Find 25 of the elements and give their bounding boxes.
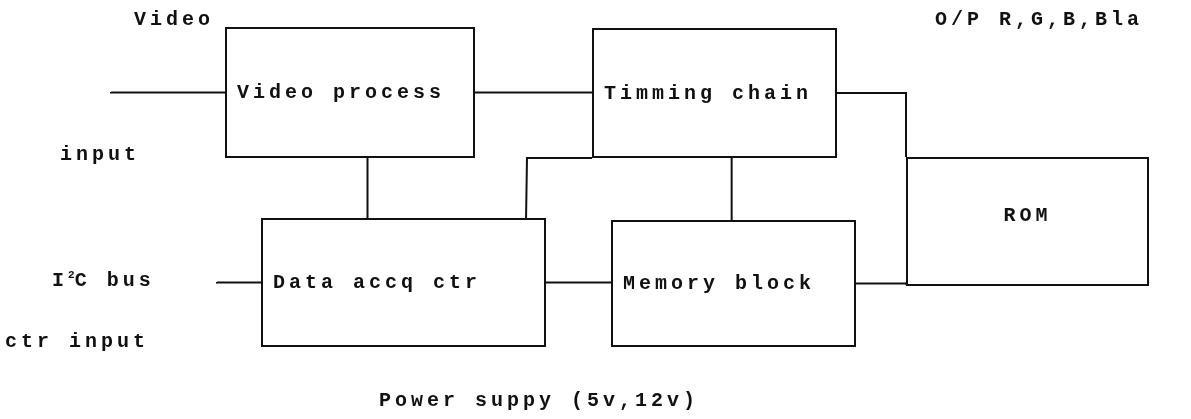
connector-line bbox=[730, 157, 733, 221]
block-box bbox=[906, 157, 1149, 286]
block-label: Timming chain bbox=[603, 81, 813, 105]
signal-label: O/P R,G,B,Bla bbox=[935, 8, 1144, 31]
block-label: Video process bbox=[236, 81, 446, 104]
block-box bbox=[261, 218, 546, 347]
block-box bbox=[611, 220, 856, 347]
block-label: Memory block bbox=[622, 272, 816, 295]
connector-line bbox=[525, 157, 593, 219]
block-box bbox=[225, 27, 475, 158]
signal-label: input bbox=[60, 143, 140, 166]
connector-line bbox=[474, 91, 593, 94]
signal-label: ctr input bbox=[5, 330, 150, 353]
connector-line bbox=[216, 281, 262, 284]
block-box bbox=[592, 28, 837, 158]
connector-line bbox=[545, 281, 612, 285]
connector-line bbox=[110, 91, 226, 94]
signal-label: Video bbox=[134, 8, 214, 31]
block-label: Data accq ctr bbox=[272, 271, 482, 294]
connector-line bbox=[365, 157, 369, 219]
signal-label: Power suppy (5v,12v) bbox=[379, 389, 700, 412]
connector-line bbox=[855, 282, 907, 286]
block-label: ROM bbox=[1003, 204, 1052, 227]
signal-label: I$^{2}$C bus bbox=[52, 269, 155, 292]
connector-line bbox=[836, 92, 907, 158]
